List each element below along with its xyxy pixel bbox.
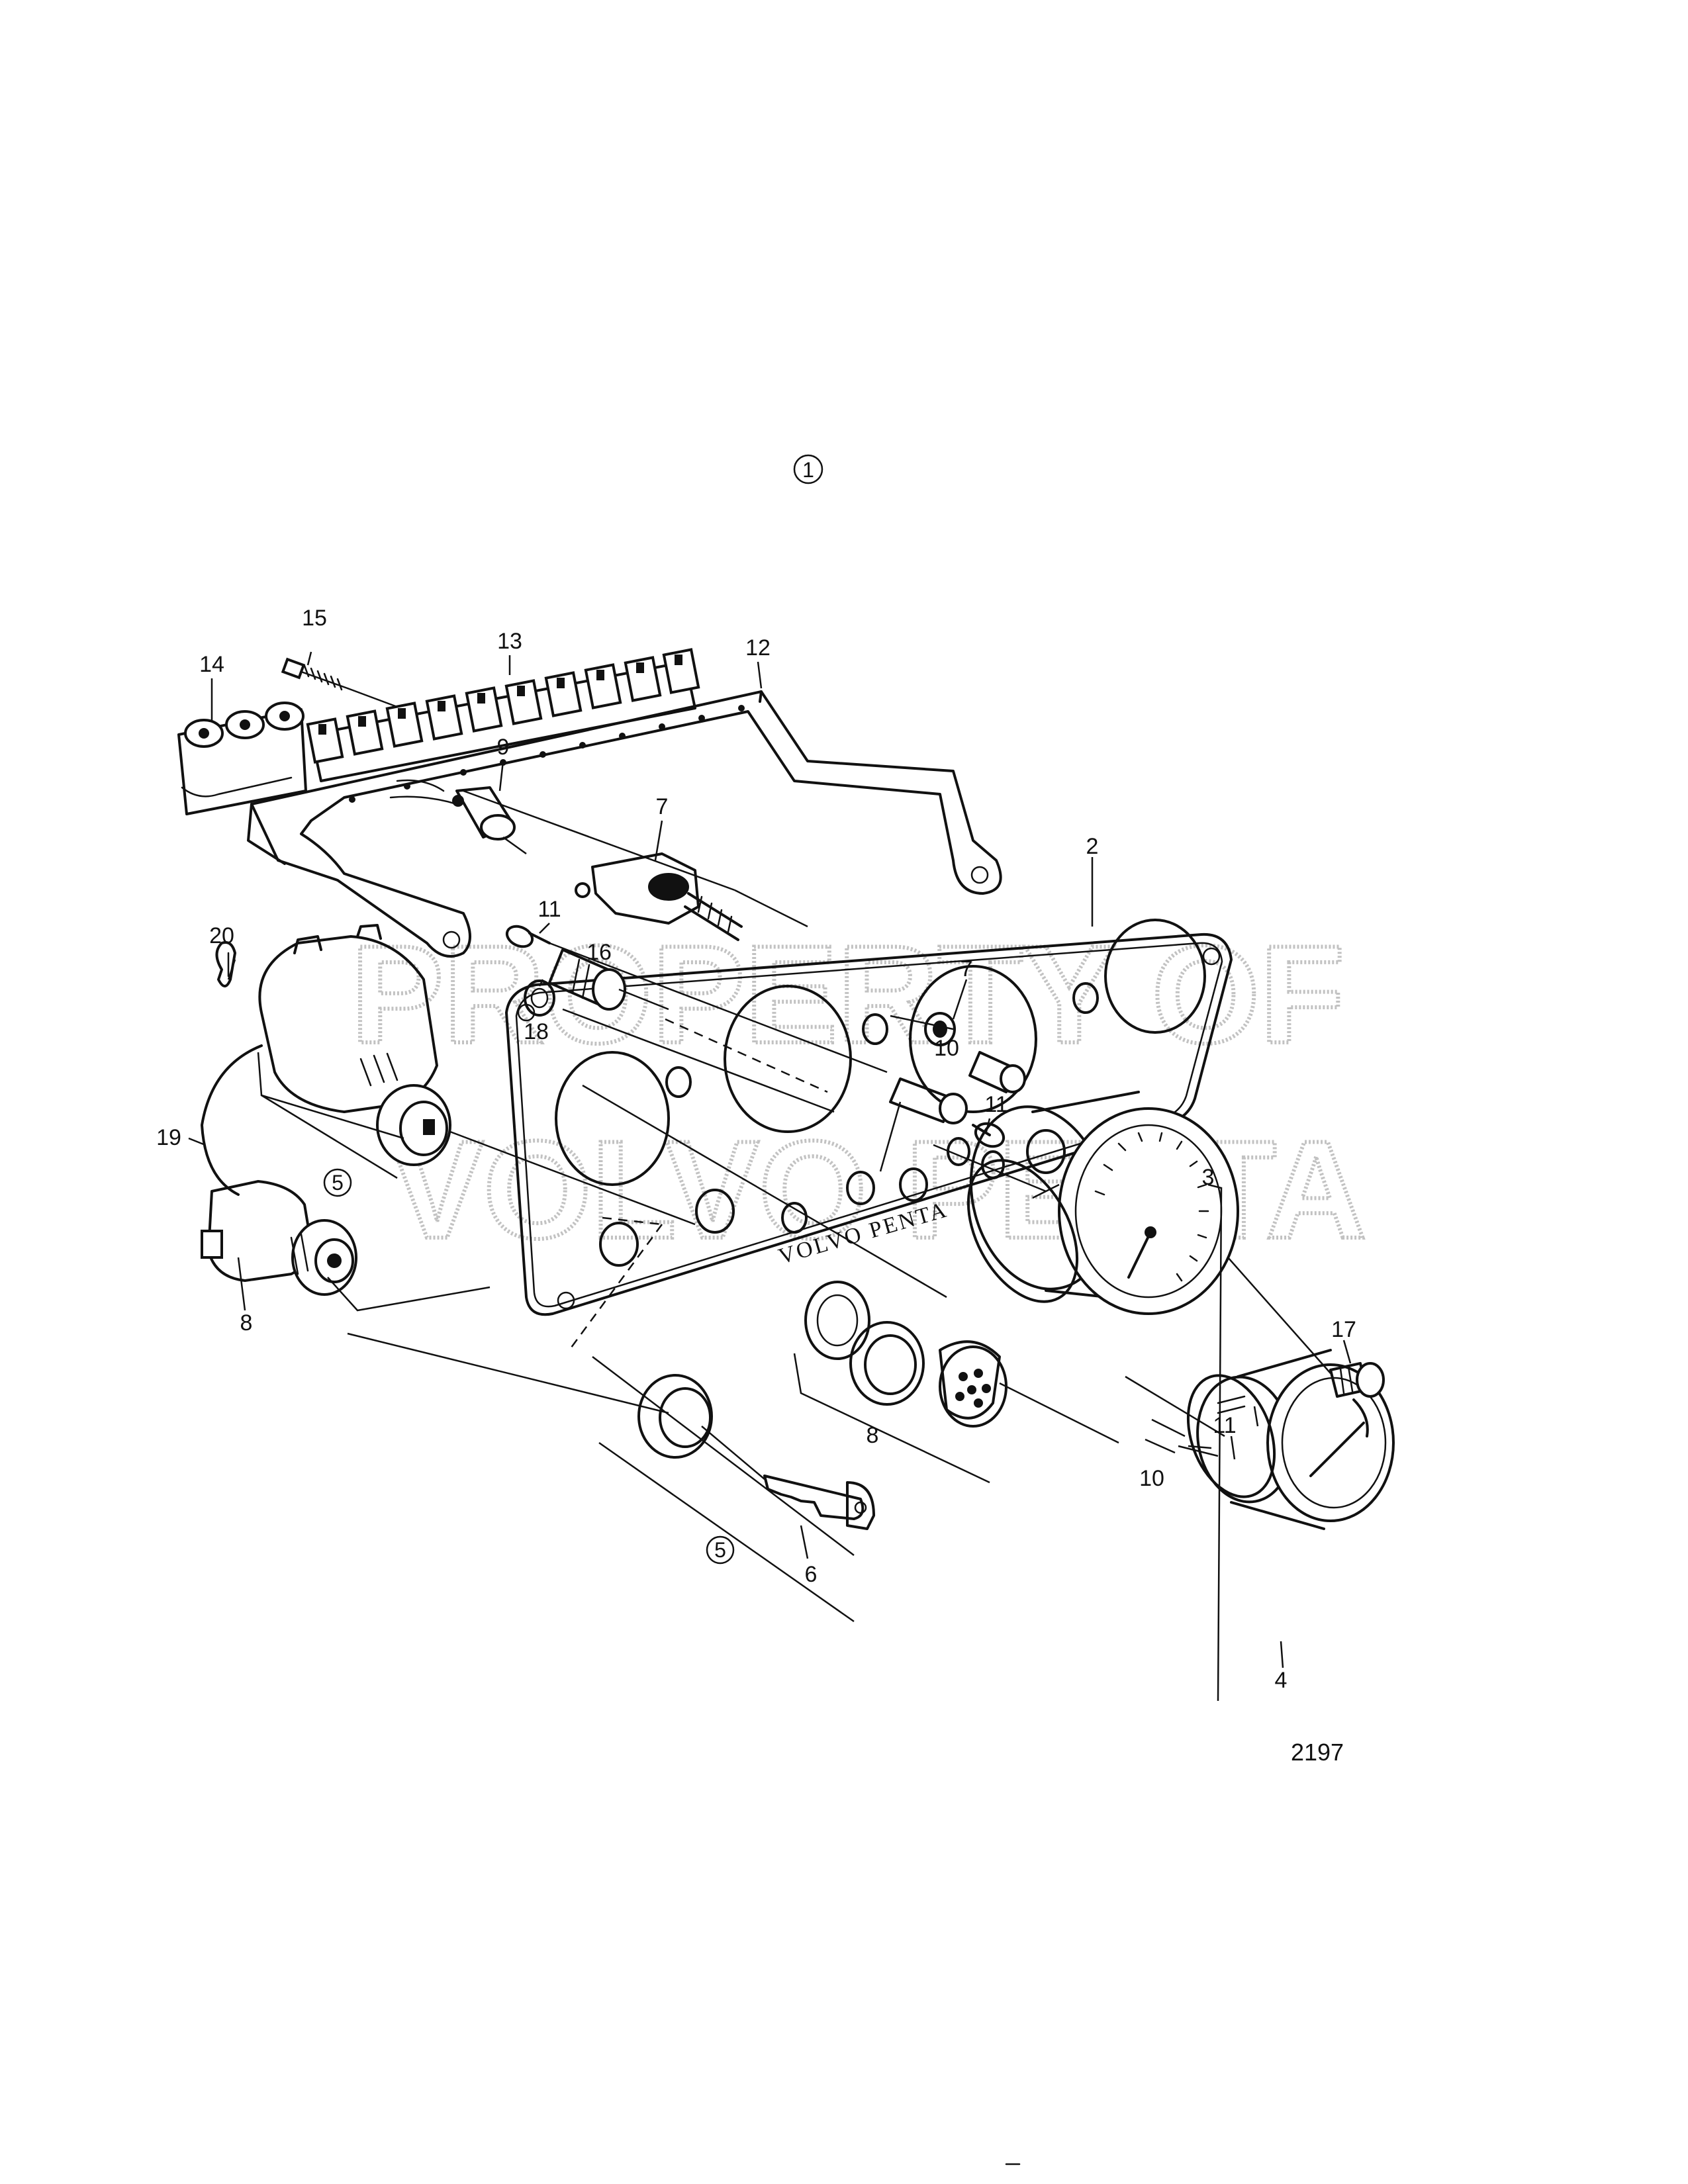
callout-7a: 7 bbox=[656, 794, 669, 819]
button-cap-8 bbox=[939, 1340, 1008, 1428]
screw bbox=[281, 657, 349, 691]
callout-14: 14 bbox=[199, 652, 224, 677]
callout-11b: 11 bbox=[984, 1092, 1008, 1117]
callout-10b: 10 bbox=[1139, 1466, 1164, 1491]
callout-19: 19 bbox=[156, 1125, 181, 1150]
callout-6: 6 bbox=[805, 1562, 818, 1587]
circled-callout-5b: 5 bbox=[706, 1535, 735, 1565]
group-label-1: 1 bbox=[793, 454, 823, 484]
bulb-11 bbox=[505, 925, 551, 948]
lamp-socket-10a bbox=[889, 1077, 968, 1124]
blank-plug bbox=[1329, 1362, 1385, 1398]
circled-callout-5a: 5 bbox=[323, 1168, 352, 1197]
starter-button bbox=[201, 1180, 357, 1296]
callout-15: 15 bbox=[302, 606, 327, 631]
callout-11c: 11 bbox=[1213, 1413, 1236, 1438]
watermark-line1: PROPERTY OF bbox=[351, 917, 1344, 1072]
callout-4: 4 bbox=[1275, 1668, 1288, 1693]
callout-12: 12 bbox=[745, 635, 771, 660]
figure-number: 2197 bbox=[1291, 1739, 1344, 1766]
junction-block bbox=[177, 702, 307, 815]
callout-17: 17 bbox=[1331, 1317, 1356, 1342]
bracket-holes bbox=[349, 705, 745, 803]
callout-20: 20 bbox=[209, 923, 234, 948]
washer-8 bbox=[804, 1281, 870, 1360]
tachometer-gauge bbox=[969, 1091, 1239, 1315]
callout-leaders bbox=[188, 651, 1352, 1702]
callout-8a: 8 bbox=[240, 1310, 253, 1336]
callouts: 2 3 4 6 7 7 8 8 9 10 10 11 11 11 12 13 1… bbox=[156, 606, 1356, 1693]
panel-small-holes bbox=[599, 982, 1099, 1267]
callout-13: 13 bbox=[497, 629, 522, 654]
assembly-lines bbox=[327, 790, 1331, 1480]
callout-2: 2 bbox=[1086, 834, 1099, 859]
lamp-switch bbox=[575, 852, 743, 941]
o-ring-3 bbox=[966, 1159, 1079, 1303]
mounting-bracket bbox=[247, 690, 1002, 958]
terminal-slots bbox=[318, 655, 682, 735]
callout-7b: 7 bbox=[961, 956, 973, 981]
washer-18 bbox=[524, 979, 555, 1017]
tachometer-ticks bbox=[1094, 1132, 1209, 1282]
callout-3: 3 bbox=[1202, 1165, 1215, 1190]
switch-nut bbox=[637, 1374, 713, 1459]
terminal-block-strip bbox=[306, 648, 700, 782]
lamp-socket-16 bbox=[548, 948, 626, 1011]
callout-11a: 11 bbox=[538, 897, 561, 922]
group-brackets bbox=[257, 1052, 990, 1623]
ignition-switch bbox=[258, 924, 451, 1166]
ignition-key bbox=[763, 1475, 875, 1530]
terminal-connectors bbox=[306, 648, 700, 764]
lamp-10-top bbox=[968, 1051, 1026, 1093]
callout-16: 16 bbox=[586, 940, 612, 965]
callout-10a: 10 bbox=[934, 1036, 959, 1061]
wire bbox=[201, 1044, 263, 1196]
sensor-plug bbox=[389, 779, 516, 841]
cable-clip bbox=[215, 941, 236, 987]
lamp-holder-7b bbox=[924, 1012, 956, 1046]
nut-8 bbox=[849, 1321, 925, 1406]
bulb-11b bbox=[972, 1122, 1006, 1148]
callout-9: 9 bbox=[497, 735, 510, 760]
group-label-text: 1 bbox=[802, 458, 814, 482]
callout-18: 18 bbox=[524, 1019, 549, 1044]
callout-5b: 5 bbox=[714, 1538, 726, 1562]
callout-8b: 8 bbox=[867, 1423, 879, 1448]
callout-5a: 5 bbox=[332, 1171, 344, 1195]
